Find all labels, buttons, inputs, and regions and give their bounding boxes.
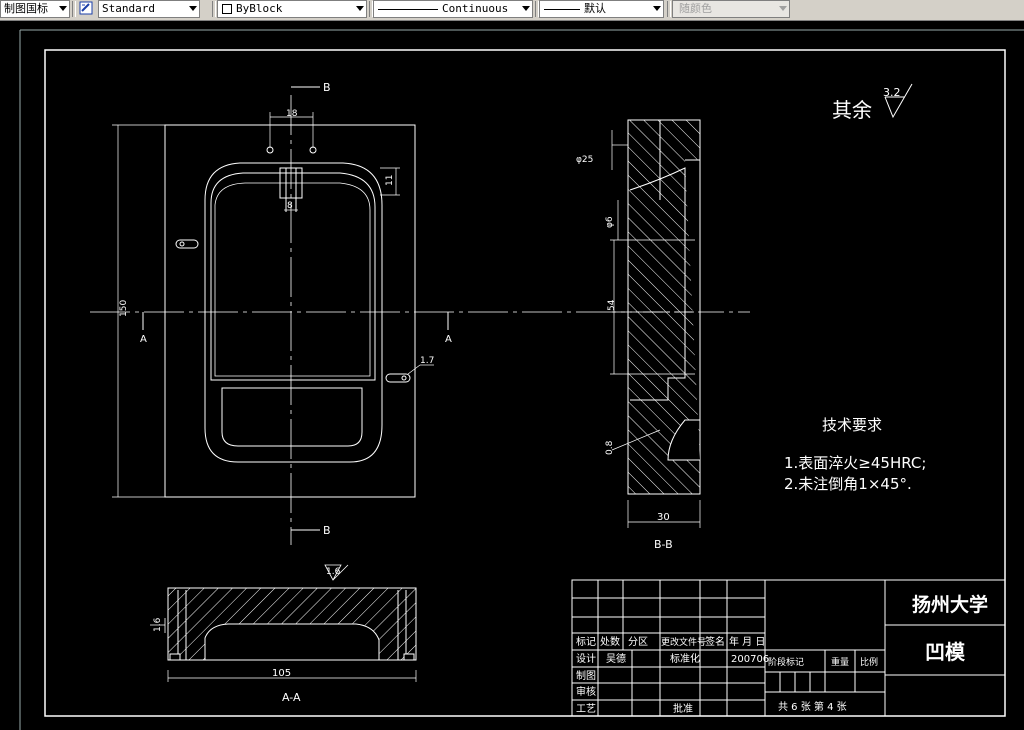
front-view: 18 11 8 150 1.7 B B A A <box>90 81 750 545</box>
title-block-text: 扬州大学 凹模 标记 处数 分区 更改文件号 签名 年 月 日 设计 吴德 标准… <box>576 593 988 715</box>
hdr-zone: 分区 <box>628 636 648 648</box>
lineweight-preview <box>544 9 580 10</box>
chevron-down-icon[interactable] <box>522 6 530 11</box>
properties-toolbar: 制图国标 Standard ByBlock Continuous 默认 随颜色 <box>0 0 1024 21</box>
row-process: 工艺 <box>576 703 596 715</box>
view-label-aa: A-A <box>282 691 301 704</box>
roughness-note: 其余 3.2 <box>832 83 913 122</box>
chevron-down-icon[interactable] <box>653 6 661 11</box>
section-label-a-right: A <box>445 334 452 345</box>
dim-bb-width: 30 <box>657 512 670 523</box>
design-date: 200706 <box>731 654 769 665</box>
lineweight-dropdown[interactable]: 默认 <box>539 0 664 18</box>
tech-item-1: 1.表面淬火≥45HRC; <box>784 454 926 472</box>
layer-value: 制图国标 <box>4 2 48 15</box>
hdr-doc: 更改文件号 <box>661 636 706 648</box>
roughness-note-prefix: 其余 <box>832 98 872 122</box>
approve: 批准 <box>673 702 693 715</box>
color-dropdown[interactable]: ByBlock <box>217 0 367 18</box>
dim-bb-height: 54 <box>607 299 617 311</box>
row-draw: 制图 <box>576 669 596 682</box>
dim-bb-chamfer: 0.8 <box>605 440 615 455</box>
toolbar-separator <box>535 1 539 17</box>
section-bb-view: 54 φ25 φ6 0.8 30 B-B <box>576 119 701 551</box>
dim-aa-width: 105 <box>272 668 291 679</box>
dim-slot-width: 1.7 <box>420 356 434 366</box>
toolbar-separator <box>369 1 373 17</box>
roughness-main-value: 3.2 <box>883 86 901 99</box>
lineweight-value: 默认 <box>584 2 606 15</box>
row-check: 审核 <box>576 685 596 698</box>
dim-left-total: 150 <box>119 300 129 317</box>
school-name: 扬州大学 <box>912 593 988 616</box>
section-label-a-left: A <box>140 334 147 345</box>
weight: 重量 <box>831 656 849 668</box>
dim-bb-diameter: φ25 <box>576 155 593 165</box>
linetype-value: Continuous <box>442 2 509 15</box>
hdr-count: 处数 <box>600 635 620 648</box>
section-label-b-top: B <box>323 81 331 94</box>
linetype-preview <box>378 9 438 10</box>
sheet-count: 共 6 张 第 4 张 <box>778 700 847 713</box>
layer-dropdown[interactable]: 制图国标 <box>0 0 70 18</box>
roughness-b-value: 1.6 <box>153 617 163 632</box>
chevron-down-icon[interactable] <box>356 6 364 11</box>
stage-mark: 阶段标记 <box>768 656 804 668</box>
hdr-sign: 签名 <box>705 635 725 648</box>
tech-title: 技术要求 <box>822 416 882 434</box>
section-aa-view: 105 1.6 1.6 A-A <box>150 564 417 704</box>
textstyle-value: Standard <box>102 2 155 15</box>
toolbar-separator <box>72 1 76 17</box>
color-swatch <box>222 4 232 14</box>
chevron-down-icon[interactable] <box>189 6 197 11</box>
dim-center-small: 8 <box>287 201 293 211</box>
dim-right-height: 11 <box>385 175 395 186</box>
dim-top-width: 18 <box>286 109 298 119</box>
tech-requirements: 技术要求 1.表面淬火≥45HRC; 2.未注倒角1×45°. <box>784 416 926 493</box>
scale: 比例 <box>860 656 878 668</box>
plotstyle-value: 随颜色 <box>679 2 712 15</box>
plotstyle-dropdown: 随颜色 <box>672 0 790 18</box>
section-label-b-bottom: B <box>323 524 331 537</box>
designer: 吴德 <box>606 652 626 665</box>
textstyle-dropdown[interactable]: Standard <box>98 0 200 18</box>
drawing-border <box>44 49 1006 717</box>
drawing-canvas[interactable]: 18 11 8 150 1.7 B B A A <box>0 20 1024 730</box>
toolbar-separator <box>212 1 216 17</box>
part-name: 凹模 <box>925 640 966 664</box>
chevron-down-icon <box>779 6 787 11</box>
toolbar-separator <box>667 1 671 17</box>
dim-bb-small: φ6 <box>605 216 615 228</box>
roughness-a-value: 1.6 <box>326 567 341 577</box>
hdr-date: 年 月 日 <box>729 635 765 648</box>
tech-item-2: 2.未注倒角1×45°. <box>784 475 912 493</box>
row-design: 设计 <box>576 652 596 665</box>
linetype-dropdown[interactable]: Continuous <box>373 0 533 18</box>
textstyle-icon[interactable] <box>77 0 97 18</box>
color-value: ByBlock <box>236 2 283 15</box>
title-block <box>571 579 1006 717</box>
hdr-mark: 标记 <box>576 636 596 648</box>
view-label-bb: B-B <box>654 538 673 551</box>
chevron-down-icon[interactable] <box>59 6 67 11</box>
standardization: 标准化 <box>670 652 700 665</box>
